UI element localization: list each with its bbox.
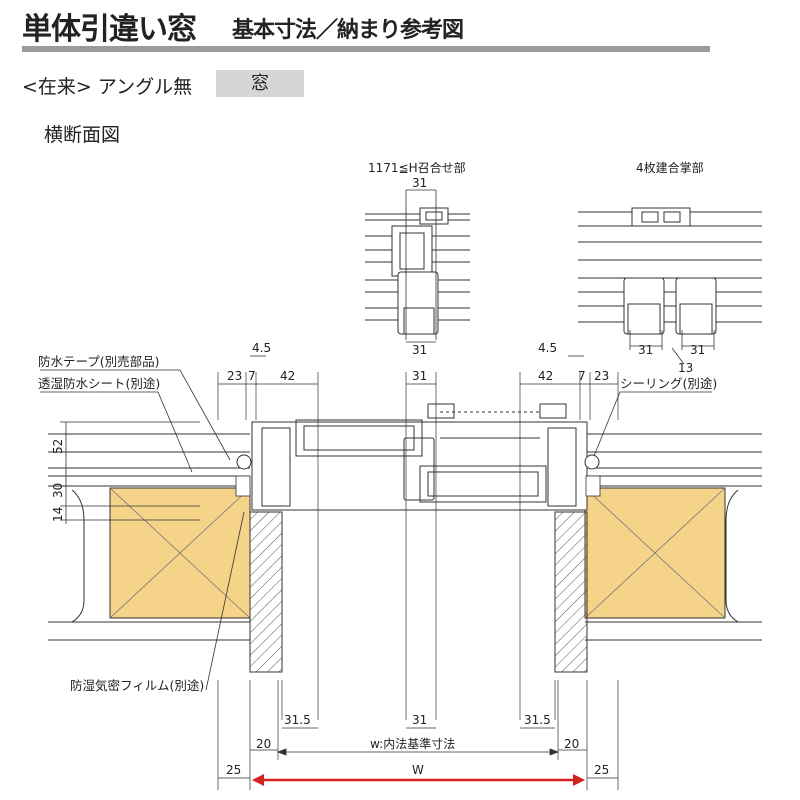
four-panel-detail <box>578 207 762 350</box>
dim-31-main-top: 31 <box>412 369 427 383</box>
header-rule <box>22 46 710 52</box>
dim-23-right: 23 <box>594 369 609 383</box>
waterproof-tape-right <box>585 475 601 497</box>
dim-w-inner: w:内法基準寸法 <box>370 736 455 751</box>
callout-waterproof-tape: 防水テープ(別売部品) <box>38 354 160 369</box>
page-subtitle: 基本寸法／納まり参考図 <box>232 18 464 43</box>
window-frame <box>251 403 588 511</box>
dim-31-bottom-detail-label: 31 <box>412 343 427 357</box>
dim-42-left: 42 <box>280 369 295 383</box>
condition-label: <在来> アングル無 <box>22 76 193 98</box>
dim-25-right: 25 <box>594 763 609 777</box>
dim-4-5-right: 4.5 <box>538 341 557 355</box>
w-red-arrow <box>252 774 585 786</box>
dim-30: 30 <box>51 483 65 498</box>
dim-31-5-left: 31.5 <box>284 713 311 727</box>
section-title: 横断面図 <box>44 124 121 146</box>
dim-13-label: 13 <box>678 361 693 375</box>
dim-4-5-left: 4.5 <box>252 341 271 355</box>
dim-20-left: 20 <box>256 737 271 751</box>
dim-7-right: 7 <box>578 369 586 383</box>
meeting-rail-label: 1171≦H召合せ部 <box>368 160 466 175</box>
extension-lines <box>217 372 619 790</box>
meeting-rail-detail <box>365 190 470 340</box>
dim-31-main-bottom: 31 <box>412 713 427 727</box>
dim-31-top-detail-label: 31 <box>412 176 427 190</box>
dim-52: 52 <box>51 439 65 454</box>
dim-31-fp-right-label: 31 <box>690 343 705 357</box>
dim-42-right: 42 <box>538 369 553 383</box>
dim-25-left: 25 <box>226 763 241 777</box>
wood-cross-right-b <box>584 487 726 619</box>
wall-layers <box>48 433 762 641</box>
page-title: 単体引違い窓 <box>22 12 197 47</box>
dim-13-leader <box>671 347 685 365</box>
wood-cross-left-b <box>109 487 251 619</box>
callout-leaders <box>40 369 712 691</box>
callout-breathable-sheet: 透湿防水シート(別途) <box>38 376 160 391</box>
dim-31-5-right: 31.5 <box>524 713 551 727</box>
top-dim-lines <box>218 355 618 385</box>
interior-trim-right <box>554 511 588 673</box>
callout-vapor-film: 防湿気密フィルム(別途) <box>70 678 204 693</box>
interior-trim-left <box>249 511 283 673</box>
dim-20-right: 20 <box>564 737 579 751</box>
seal-right <box>584 454 600 470</box>
waterproof-tape-left <box>235 475 251 497</box>
left-vertical-dims <box>60 421 200 524</box>
callout-sealing: シーリング(別途) <box>620 376 717 391</box>
condition-tag: 窓 <box>216 70 304 97</box>
bottom-dim-lines <box>218 727 618 779</box>
dim-23-left: 23 <box>227 369 242 383</box>
four-panel-label: 4枚建合掌部 <box>636 160 704 175</box>
seal-left <box>236 454 252 470</box>
dim-7-left: 7 <box>248 369 256 383</box>
dim-W: W <box>412 763 424 777</box>
dim-31-fp-left-label: 31 <box>638 343 653 357</box>
dim-14: 14 <box>51 507 65 522</box>
